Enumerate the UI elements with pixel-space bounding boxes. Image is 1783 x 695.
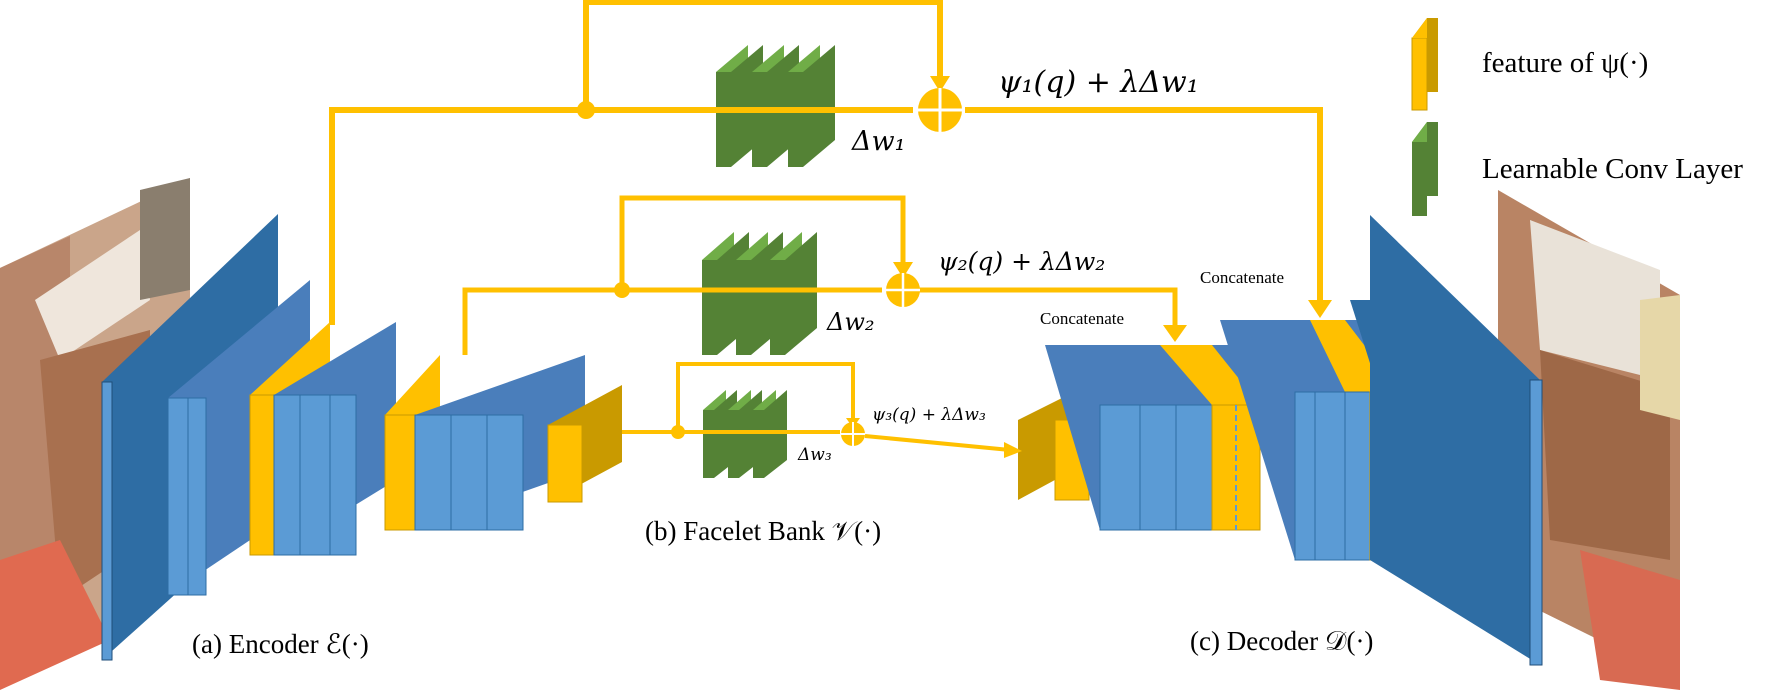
delta-w1-label: Δw₁ — [851, 126, 905, 157]
legend-conv-label: Learnable Conv Layer — [1482, 153, 1743, 185]
formula-3: ψ₃(q) + λΔw₃ — [872, 405, 986, 425]
legend-feature-swatch — [1411, 18, 1438, 111]
circled-plus-icon — [886, 273, 920, 307]
delta-w3-label: Δw₃ — [797, 445, 832, 465]
circled-plus-icon — [841, 422, 865, 446]
arrow-heads — [846, 76, 1332, 458]
concatenate-label-top: Concatenate — [1200, 268, 1284, 287]
skip-path-2 — [462, 195, 1178, 355]
concatenate-label-mid: Concatenate — [1040, 309, 1124, 328]
decoder-label: (c) Decoder 𝒟(·) — [1190, 626, 1373, 656]
junction-dots — [577, 101, 685, 439]
encoder-label: (a) Encoder ℰ(·) — [192, 629, 369, 659]
formula-2: ψ₂(q) + λΔw₂ — [938, 247, 1105, 276]
conv-stack-2 — [702, 232, 817, 355]
formula-1: ψ₁(q) + λΔw₁ — [998, 65, 1199, 100]
skip-path-1 — [329, 0, 1323, 325]
legend-conv-swatch — [1412, 122, 1438, 216]
encoder-block — [101, 214, 622, 661]
conv-stack-1 — [716, 45, 835, 167]
legend: feature of ψ(·) Learnable Conv Layer — [1411, 18, 1743, 216]
decoder-block — [1018, 215, 1543, 666]
facelet-bank-label: (b) Facelet Bank 𝒱(·) — [645, 516, 881, 546]
delta-w2-label: Δw₂ — [826, 308, 875, 336]
legend-feature-label: feature of ψ(·) — [1482, 47, 1648, 79]
skip-path-3 — [622, 362, 1011, 452]
circled-plus-icon — [918, 88, 962, 132]
face-photo-output — [1498, 190, 1680, 690]
